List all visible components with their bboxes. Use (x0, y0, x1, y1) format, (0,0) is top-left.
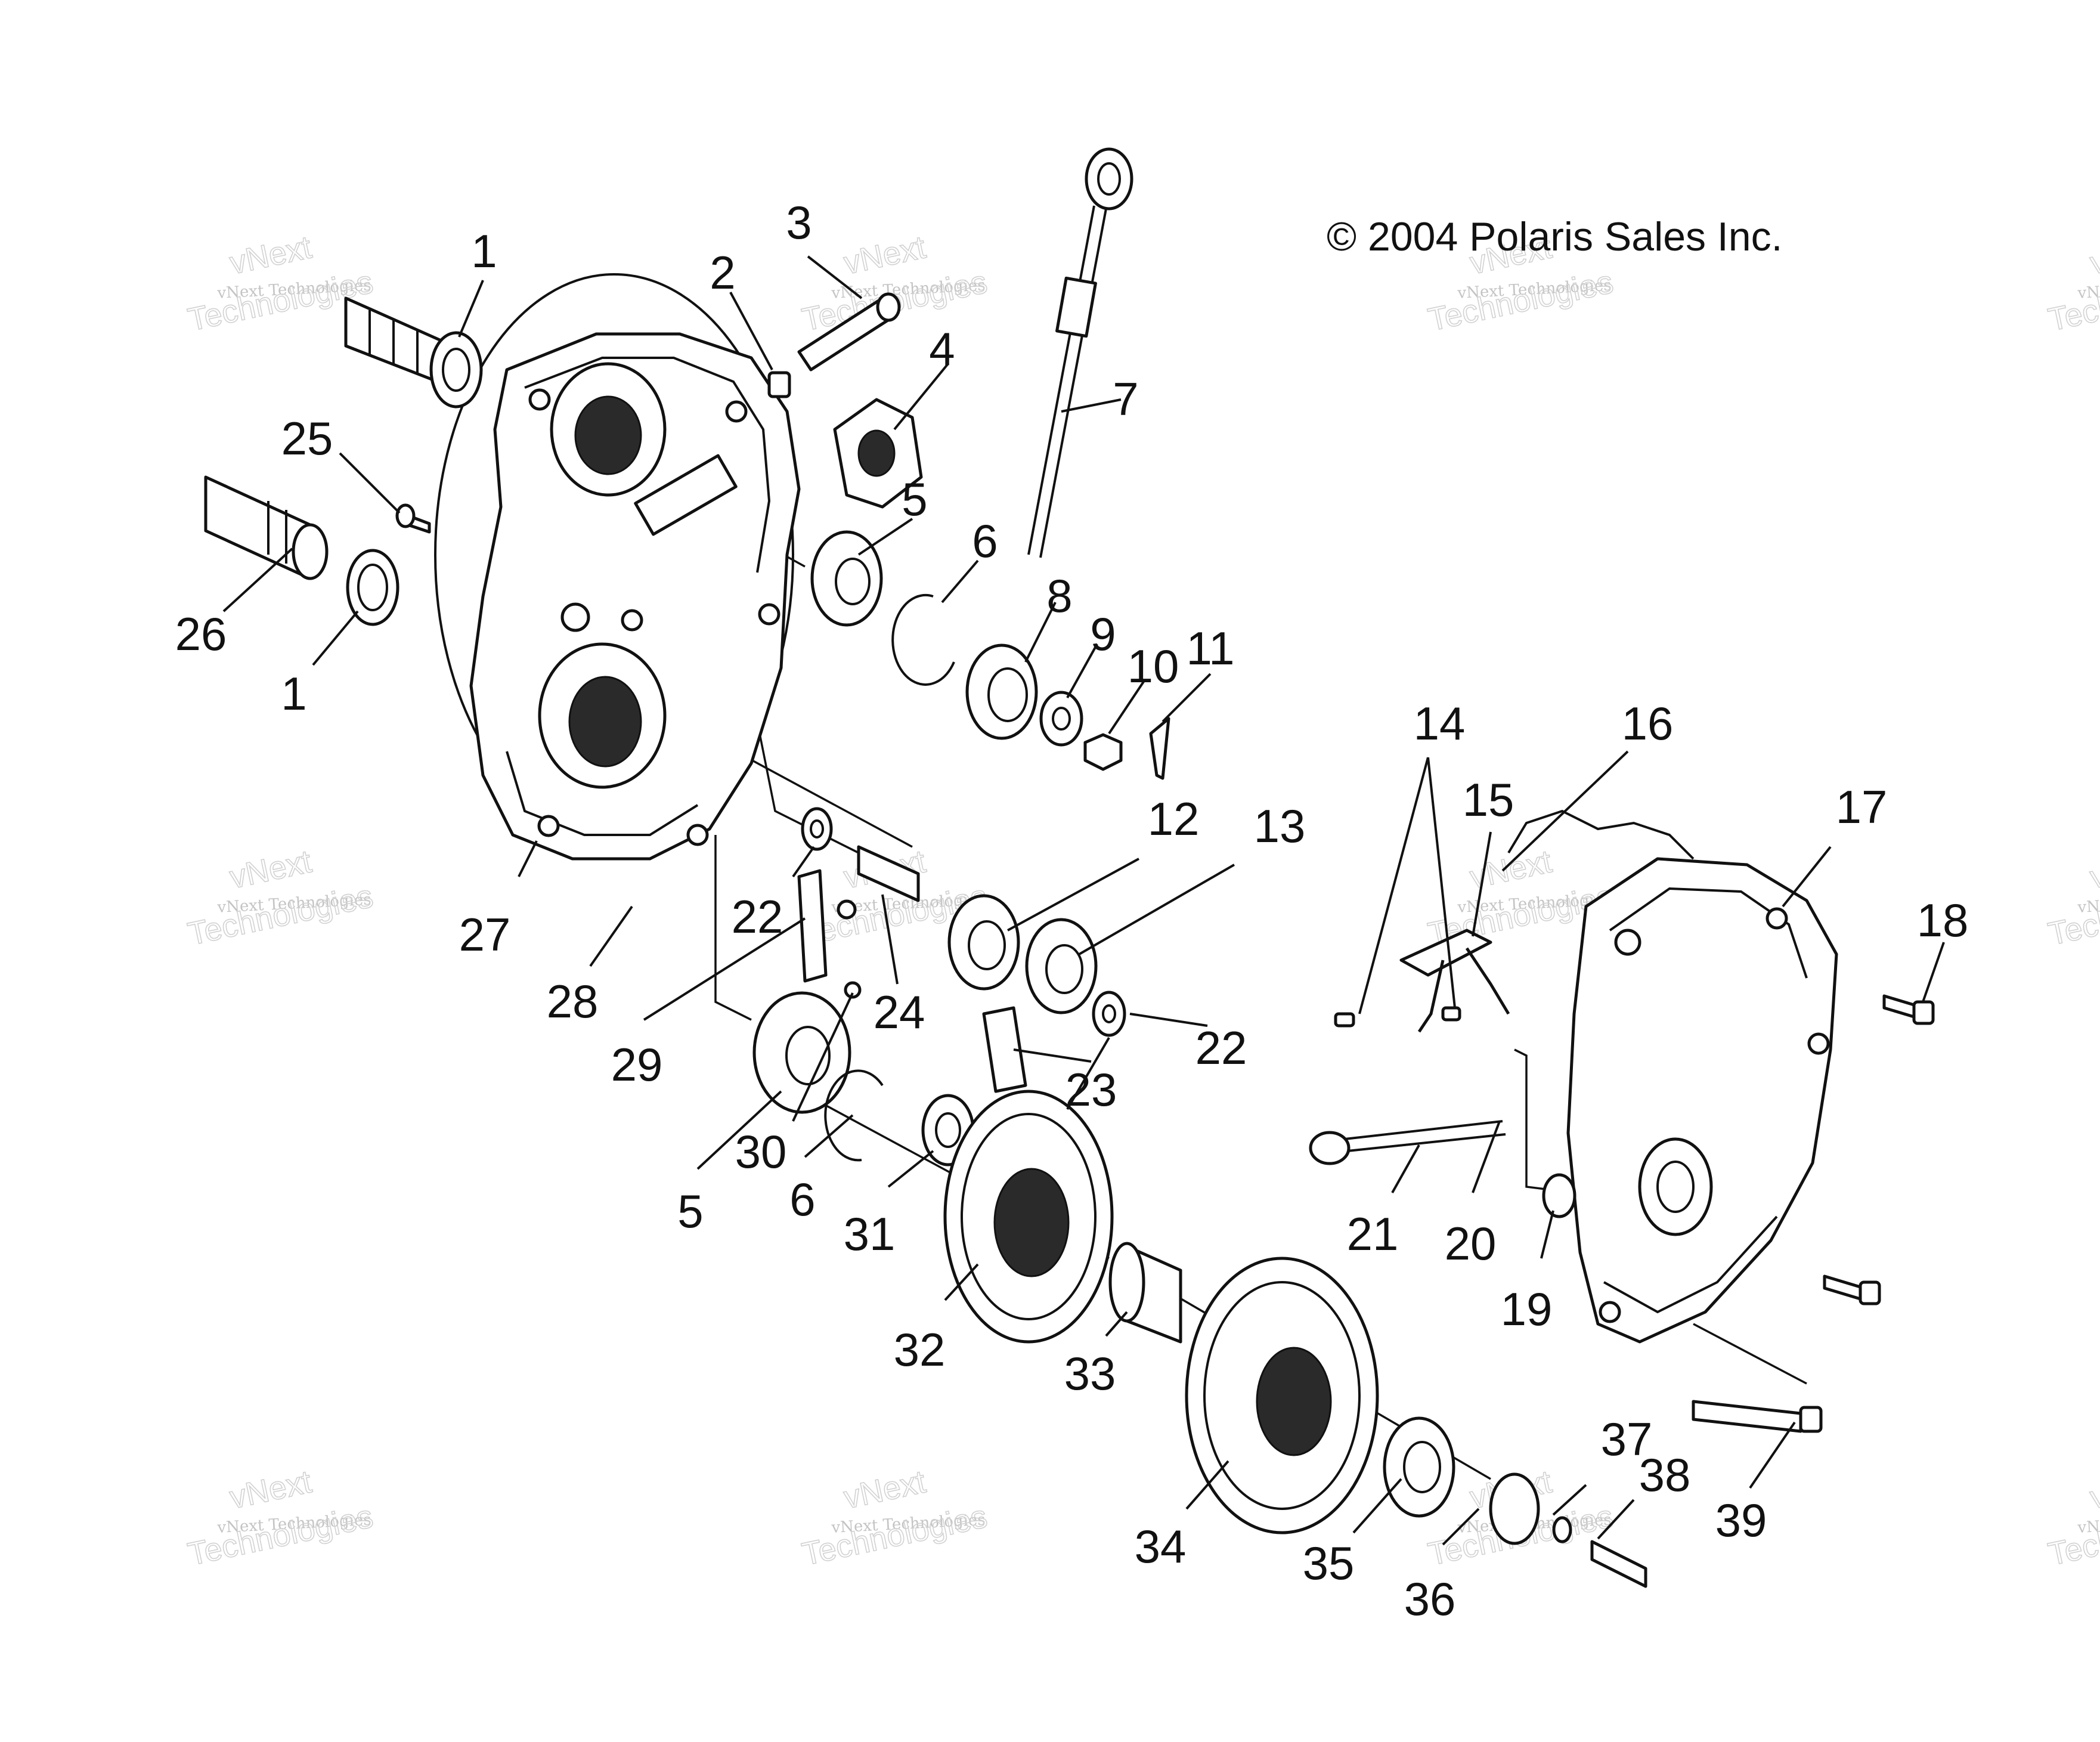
callout-label: 13 (1254, 800, 1306, 852)
callout-label: 38 (1639, 1449, 1691, 1501)
callout-label: 22 (732, 890, 783, 943)
callout-label: 11 (1187, 622, 1235, 674)
watermark-text: Technologies (185, 878, 376, 952)
callout-label: 5 (677, 1185, 703, 1237)
callout-label: 20 (1445, 1217, 1497, 1270)
lower-gear-stack (752, 991, 1647, 1588)
callout-label: 8 (1046, 570, 1072, 622)
callout-label: 22 (1195, 1022, 1247, 1074)
callout-label: 39 (1715, 1494, 1767, 1546)
watermark-text: vNext (2087, 1463, 2100, 1515)
callout-label: 23 (1066, 1063, 1117, 1116)
callout-label: 14 (1414, 697, 1466, 750)
watermark-text: vNext (841, 229, 929, 281)
watermark-text: vNext (227, 843, 315, 895)
callout-label: 32 (894, 1323, 946, 1376)
callout-label: 37 (1601, 1413, 1653, 1465)
copyright-notice: © 2004 Polaris Sales Inc. (1327, 214, 1783, 259)
callout-labels: 1 2 3 4 25 5 7 6 8 9 10 11 26 1 14 16 15… (175, 196, 1969, 1625)
callout-label: 1 (471, 225, 497, 277)
callout-label: 25 (281, 412, 333, 465)
callout-label: 34 (1135, 1520, 1187, 1573)
callout-label: 16 (1622, 697, 1674, 750)
watermark-text: Technologies (1425, 264, 1616, 338)
callout-label: 35 (1303, 1537, 1355, 1589)
callout-label: 29 (611, 1038, 663, 1091)
callout-label: 1 (281, 667, 306, 720)
watermark-text: vNext (2087, 843, 2100, 895)
callout-label: 27 (459, 908, 511, 961)
callout-label: 30 (735, 1125, 787, 1178)
callout-label: 7 (1113, 373, 1138, 425)
callout-label: 10 (1128, 640, 1179, 692)
callout-label: 24 (874, 986, 925, 1038)
watermark-text: Technologies (2045, 1499, 2100, 1573)
callout-leader-lines (222, 255, 1945, 1546)
watermark-text: vNext (2087, 229, 2100, 281)
callout-label: 3 (786, 196, 811, 249)
callout-label: 22 (1195, 1022, 1247, 1074)
callout-label: 36 (1404, 1573, 1456, 1625)
watermark-text: vNext (227, 1463, 315, 1515)
callout-label: 4 (929, 323, 955, 375)
upper-parts (767, 147, 1133, 686)
callout-label: 6 (972, 515, 998, 567)
watermark-text: vNext (227, 229, 315, 281)
callout-label: 17 (1836, 781, 1888, 833)
upper-gear-stack (797, 643, 1170, 1093)
callout-label: 21 (1347, 1208, 1399, 1260)
watermark-text: Technologies (799, 1499, 990, 1573)
chaincase-inner-housing (434, 273, 801, 861)
callout-label: 33 (1064, 1347, 1116, 1400)
callout-label: 9 (1090, 608, 1116, 660)
callout-label: 15 (1463, 773, 1514, 826)
watermark-text: Technologies (2045, 264, 2100, 338)
callout-label: 12 (1148, 793, 1200, 845)
callout-label: 18 (1917, 894, 1969, 946)
watermark-text: Technologies (185, 1499, 376, 1573)
callout-label: 26 (175, 608, 227, 660)
callout-label: 2 (710, 246, 735, 299)
callout-label: 6 (789, 1173, 815, 1226)
callout-label: 19 (1501, 1283, 1553, 1335)
callout-label: 5 (902, 473, 927, 525)
watermark-text: vNext (841, 1463, 929, 1515)
chaincase-outer-cover (1309, 809, 1935, 1433)
watermark-text: Technologies (2045, 878, 2100, 952)
callout-label: 31 (844, 1208, 896, 1260)
output-shaft-assembly (204, 475, 431, 626)
input-shaft-assembly (344, 296, 483, 409)
callout-label: 28 (547, 975, 599, 1028)
